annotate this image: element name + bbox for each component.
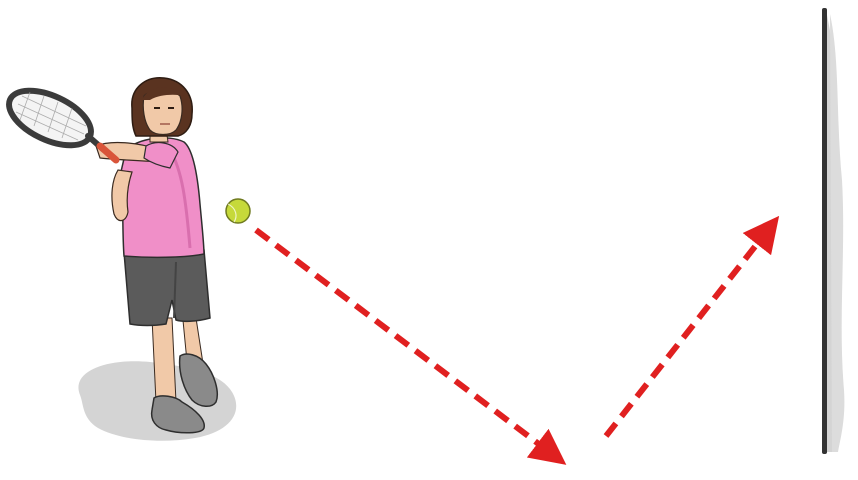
tennis-racket-icon xyxy=(1,79,116,160)
wall-icon xyxy=(822,8,844,454)
trajectory-arrow-icon xyxy=(256,230,768,454)
trajectory-rebound xyxy=(606,230,768,436)
tennis-ball-icon xyxy=(226,199,250,223)
trajectory-to-ground xyxy=(256,230,552,454)
